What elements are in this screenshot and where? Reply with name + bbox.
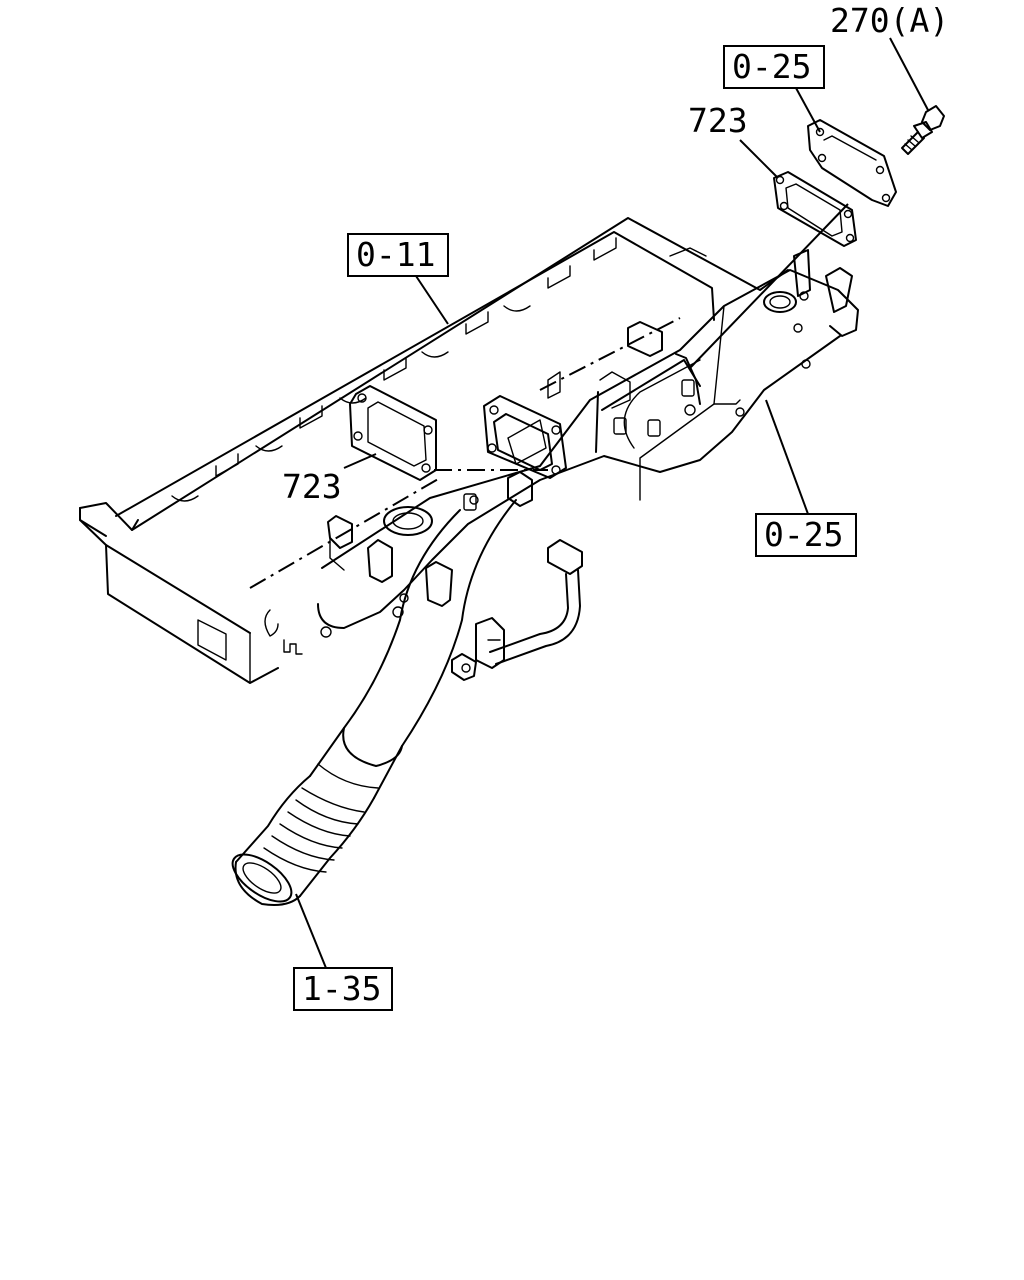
ref-box-top — [723, 45, 825, 89]
callout-bolt: 270(A) — [830, 1, 949, 40]
ref-box-head — [347, 233, 449, 277]
intake-manifold — [317, 249, 859, 638]
ref-box-bottom — [293, 967, 393, 1011]
egr-tube — [451, 539, 583, 681]
ref-box-bottom-text: 1-35 — [302, 969, 381, 1008]
ref-box-right-text: 0-25 — [764, 515, 843, 554]
callout-gasket-left-text: 723 — [282, 467, 342, 506]
callout-gasket-top-text: 723 — [688, 101, 748, 140]
flange-bolt — [901, 105, 945, 155]
assembly-lines — [434, 203, 849, 471]
ref-box-top-text: 0-25 — [732, 47, 811, 86]
flexible-bellows — [231, 775, 375, 906]
cover-plate — [807, 119, 897, 207]
callout-ref-bottom: 1-35 — [293, 967, 393, 1011]
callout-bolt-text: 270(A) — [830, 1, 949, 40]
ref-box-right — [755, 513, 857, 557]
cylinder-head — [79, 217, 789, 684]
gasket — [773, 171, 857, 247]
inlet-pipe — [309, 499, 517, 799]
gasket — [349, 385, 437, 481]
ref-box-head-text: 0-11 — [356, 235, 435, 274]
callout-ref-top: 0-25 — [723, 45, 825, 89]
callout-gasket-left: 723 — [282, 467, 342, 506]
callout-gasket-top: 723 — [688, 101, 748, 140]
callout-ref-head: 0-11 — [347, 233, 449, 277]
callout-ref-right: 0-25 — [755, 513, 857, 557]
callout-leaders — [295, 37, 929, 969]
